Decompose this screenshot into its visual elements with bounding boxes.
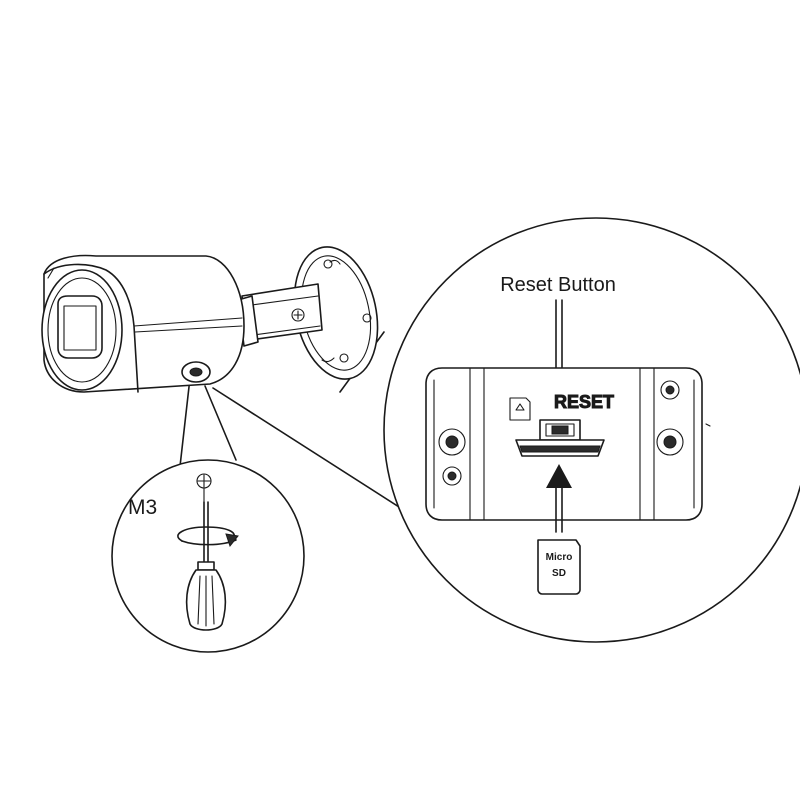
screw-icon [196, 473, 212, 503]
bullet-camera-icon [41, 246, 379, 393]
sd-symbol-icon [509, 397, 531, 421]
screwdriver-detail-circle: M3 [111, 459, 305, 653]
micro-sd-label-line2: SD [552, 568, 566, 579]
screwdriver-icon [185, 501, 227, 631]
sd-card-slot [515, 419, 605, 457]
reset-silkscreen-label: RESET [554, 392, 614, 412]
micro-sd-card-icon: Micro SD [537, 539, 581, 595]
reset-button-label: Reset Button [500, 274, 616, 296]
screw-size-label: M3 [128, 496, 157, 519]
insert-arrow-icon [546, 464, 572, 533]
rotation-arrow [177, 526, 235, 542]
micro-sd-label-line1: Micro [546, 552, 573, 563]
reset-detail-circle: Reset Button [383, 217, 800, 643]
